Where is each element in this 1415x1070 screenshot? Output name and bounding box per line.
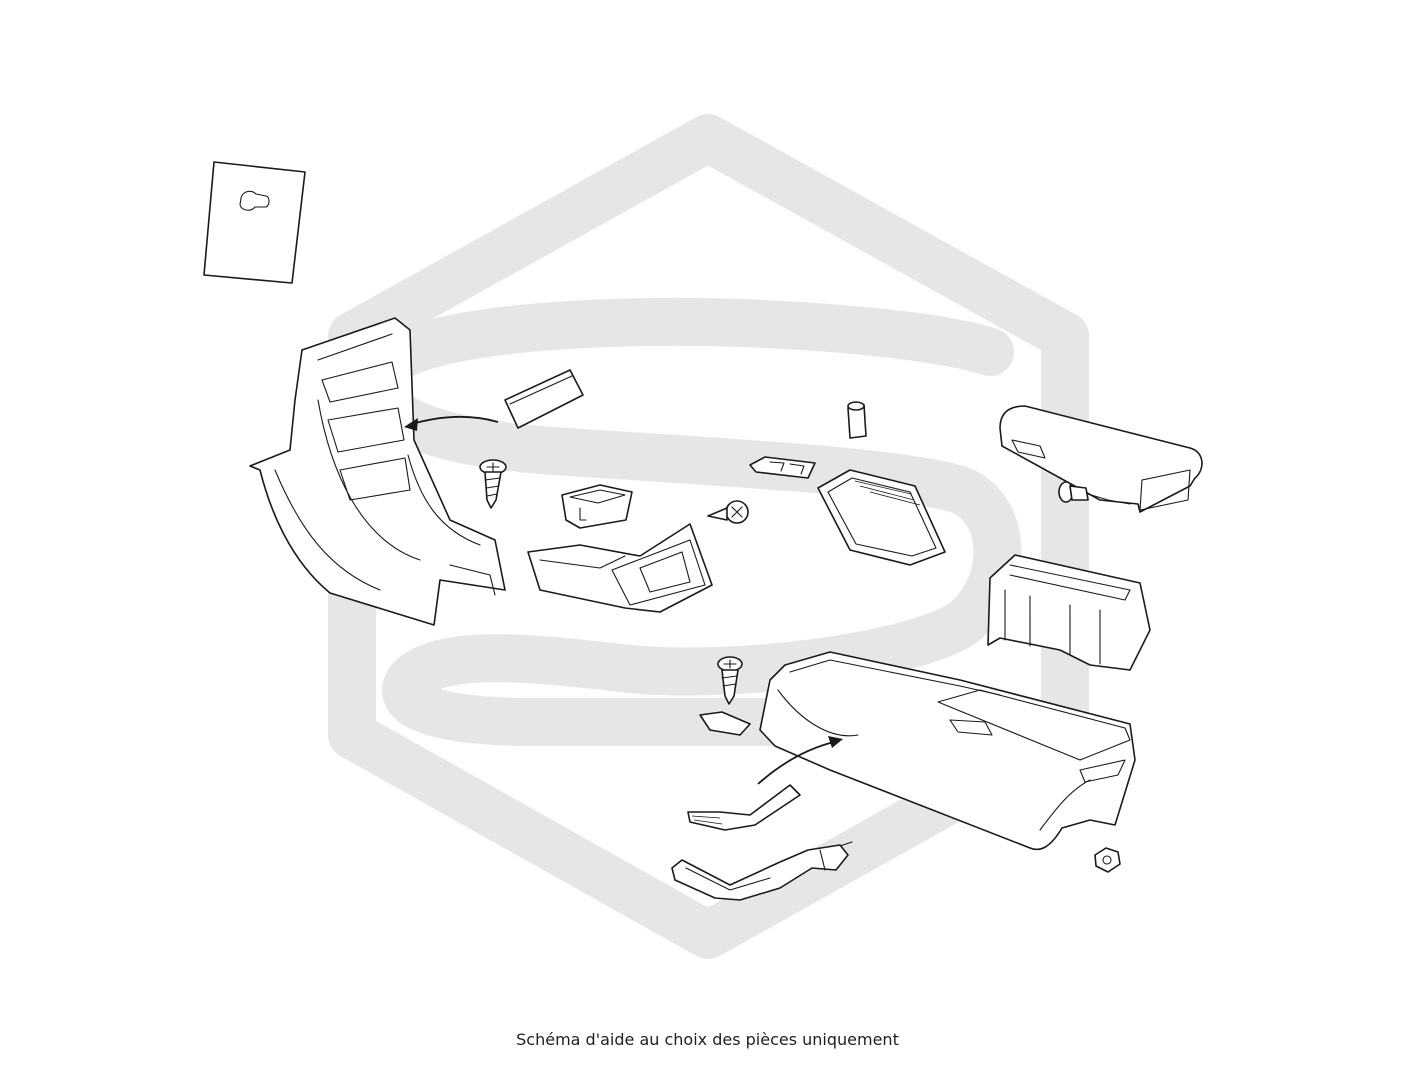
arrow-head (404, 418, 418, 431)
screw-middle (707, 500, 749, 524)
shifter-bracket (671, 841, 853, 901)
storage-bin (987, 554, 1151, 671)
rear-console-body (759, 651, 1136, 851)
screw-left (479, 459, 507, 509)
cylinder-part (847, 401, 867, 439)
diagram-caption: Schéma d'aide au choix des pièces unique… (516, 1030, 899, 1049)
assembly-arrow-rear (757, 741, 835, 785)
arrow-head-rear (828, 736, 843, 748)
console-tray (527, 523, 713, 613)
switch-panel (749, 456, 816, 479)
floor-strip (687, 784, 801, 831)
trim-panel (504, 369, 584, 429)
clip (699, 711, 751, 736)
bolt (1058, 481, 1131, 505)
assembly-arrow (411, 416, 499, 425)
front-console-frame (249, 317, 506, 626)
cup-insert (561, 484, 633, 529)
screw-lower (717, 656, 743, 705)
cup-holder-frame (817, 469, 946, 566)
bulb-part-box (203, 161, 306, 284)
armrest-lid (999, 405, 1203, 513)
nut (1094, 847, 1121, 873)
